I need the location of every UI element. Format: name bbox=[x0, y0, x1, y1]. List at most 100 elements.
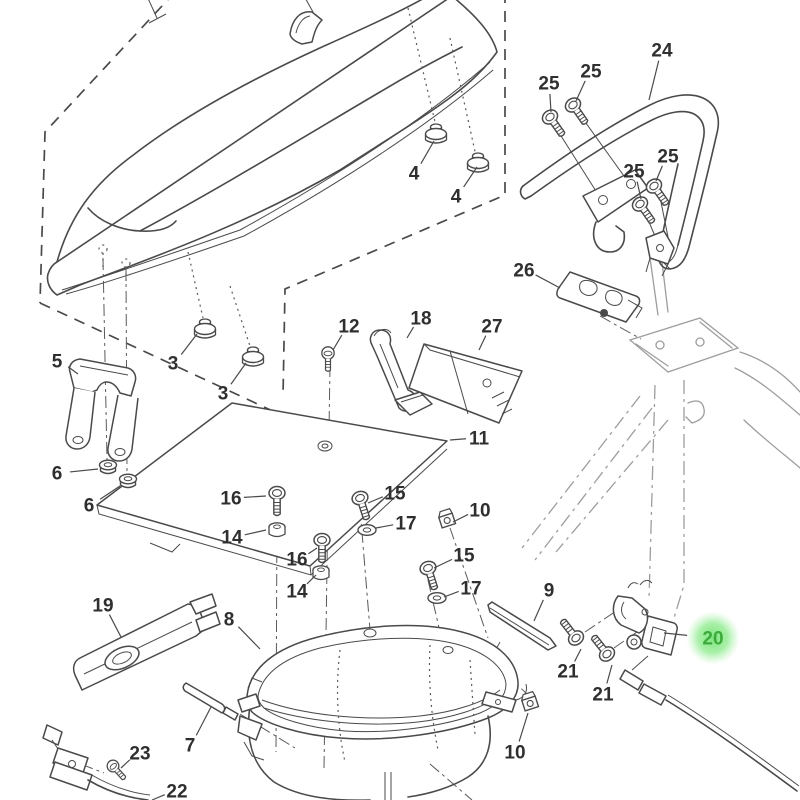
bolt-15 bbox=[417, 558, 444, 593]
callout-label-4[interactable]: 4 bbox=[409, 164, 420, 185]
callout-label-5[interactable]: 5 bbox=[52, 352, 63, 373]
callout-label-16[interactable]: 16 bbox=[220, 489, 241, 510]
callout-label-10[interactable]: 10 bbox=[504, 743, 525, 764]
callout-leader-line bbox=[237, 626, 261, 650]
callout-label-27[interactable]: 27 bbox=[481, 317, 502, 338]
callout-leader-line bbox=[108, 614, 122, 638]
callout-leader-line bbox=[533, 599, 544, 622]
hinge-bracket bbox=[556, 271, 643, 323]
clip-nut-10 bbox=[436, 507, 457, 529]
damper-3 bbox=[193, 318, 217, 339]
callout-leader-line bbox=[452, 513, 469, 523]
callout-label-18[interactable]: 18 bbox=[410, 309, 431, 330]
callout-label-3[interactable]: 3 bbox=[218, 384, 229, 405]
callout-label-15[interactable]: 15 bbox=[453, 546, 475, 567]
support-rail bbox=[72, 593, 221, 691]
callout-label-25[interactable]: 25 bbox=[657, 147, 679, 168]
callout-label-14[interactable]: 14 bbox=[286, 582, 308, 603]
callout-leader-line bbox=[67, 366, 79, 375]
callout-leader-line bbox=[575, 80, 586, 102]
callout-label-25[interactable]: 25 bbox=[538, 74, 560, 95]
callout-leader-line bbox=[655, 165, 663, 182]
callout-label-17[interactable]: 17 bbox=[460, 579, 481, 600]
collar-14 bbox=[312, 565, 330, 581]
cutoff-leader-line bbox=[305, 0, 314, 13]
callout-layer: 24 25 25 4 4 25 25 26 12 18 27 11 5 3 3 66 16 14 15 17 10 16 1… bbox=[52, 41, 740, 800]
callout-leader-line bbox=[367, 496, 384, 504]
cutoff-leader-line bbox=[148, 0, 167, 24]
callout-leader-line bbox=[230, 362, 247, 385]
callout-label-21[interactable]: 21 bbox=[557, 662, 579, 683]
washer-17 bbox=[357, 524, 377, 536]
callout-leader-line bbox=[243, 495, 267, 498]
callout-label-4[interactable]: 4 bbox=[451, 187, 462, 208]
bolt-21 bbox=[586, 630, 619, 665]
callout-label-6[interactable]: 6 bbox=[52, 464, 63, 485]
callout-leader-line bbox=[663, 632, 688, 636]
highlight-circle bbox=[686, 611, 740, 665]
callout-leader-line bbox=[306, 574, 317, 585]
callout-label-17[interactable]: 17 bbox=[395, 514, 416, 535]
bolt-21 bbox=[555, 614, 588, 649]
callout-leader-line bbox=[406, 326, 415, 339]
grab-bar bbox=[519, 94, 720, 277]
spacer-rod bbox=[182, 682, 239, 721]
callout-leader-line bbox=[518, 712, 529, 742]
callout-label-25[interactable]: 25 bbox=[623, 162, 645, 183]
callout-label-12[interactable]: 12 bbox=[338, 317, 359, 338]
grab-bar-lower-mount bbox=[645, 230, 675, 265]
callout-label-7[interactable]: 7 bbox=[185, 736, 196, 757]
callout-leader-line bbox=[549, 93, 552, 113]
callout-label-6[interactable]: 6 bbox=[84, 496, 95, 517]
callout-label-11[interactable]: 11 bbox=[469, 429, 490, 450]
callout-leader-line bbox=[449, 438, 467, 441]
callout-leader-line bbox=[180, 333, 198, 355]
callout-label-20-highlighted[interactable]: 20 bbox=[702, 629, 723, 650]
callout-label-15[interactable]: 15 bbox=[384, 484, 406, 505]
damper-4 bbox=[466, 152, 490, 173]
collar-14 bbox=[268, 522, 286, 538]
callout-leader-line bbox=[636, 181, 642, 200]
callout-label-19[interactable]: 19 bbox=[92, 596, 113, 617]
callout-label-8[interactable]: 8 bbox=[224, 610, 235, 631]
document-pad bbox=[408, 343, 523, 424]
seat-latch-assembly bbox=[612, 579, 800, 792]
callout-label-22[interactable]: 22 bbox=[166, 782, 187, 800]
callout-leader-line bbox=[606, 664, 613, 684]
callout-leader-line bbox=[151, 794, 165, 800]
frame-reference bbox=[521, 257, 800, 619]
callout-leader-line bbox=[195, 706, 212, 736]
callout-label-25[interactable]: 25 bbox=[580, 62, 602, 83]
callout-leader-line bbox=[375, 524, 394, 529]
callout-label-14[interactable]: 14 bbox=[221, 528, 243, 549]
seat-drawing bbox=[46, 0, 498, 296]
callout-label-21[interactable]: 21 bbox=[592, 685, 614, 706]
strap-hinge bbox=[369, 328, 433, 416]
callout-label-9[interactable]: 9 bbox=[544, 581, 555, 602]
lock-cable-assembly bbox=[42, 724, 151, 800]
callout-leader-line bbox=[99, 485, 121, 500]
washer-17 bbox=[427, 592, 447, 604]
seat-latch-tab bbox=[289, 11, 323, 45]
box-lid-tray bbox=[96, 402, 448, 576]
callout-label-26[interactable]: 26 bbox=[513, 261, 534, 282]
callout-leader-line bbox=[420, 140, 435, 164]
nut-6 bbox=[118, 473, 138, 489]
callout-label-16[interactable]: 16 bbox=[286, 550, 307, 571]
callout-leader-line bbox=[463, 166, 478, 188]
callout-leader-line bbox=[443, 590, 459, 598]
callout-label-23[interactable]: 23 bbox=[129, 744, 150, 765]
callout-label-3[interactable]: 3 bbox=[168, 354, 179, 375]
clip-nut-10 bbox=[519, 690, 540, 712]
seat-bracket bbox=[65, 358, 139, 462]
callout-leader-line bbox=[433, 558, 453, 569]
callout-leader-line bbox=[535, 274, 561, 289]
callout-label-24[interactable]: 24 bbox=[651, 41, 673, 62]
callout-leader-line bbox=[308, 547, 318, 555]
callout-leader-line bbox=[120, 759, 131, 769]
storage-bucket bbox=[237, 624, 527, 800]
callout-label-10[interactable]: 10 bbox=[469, 501, 490, 522]
bolt-25 bbox=[628, 193, 661, 228]
